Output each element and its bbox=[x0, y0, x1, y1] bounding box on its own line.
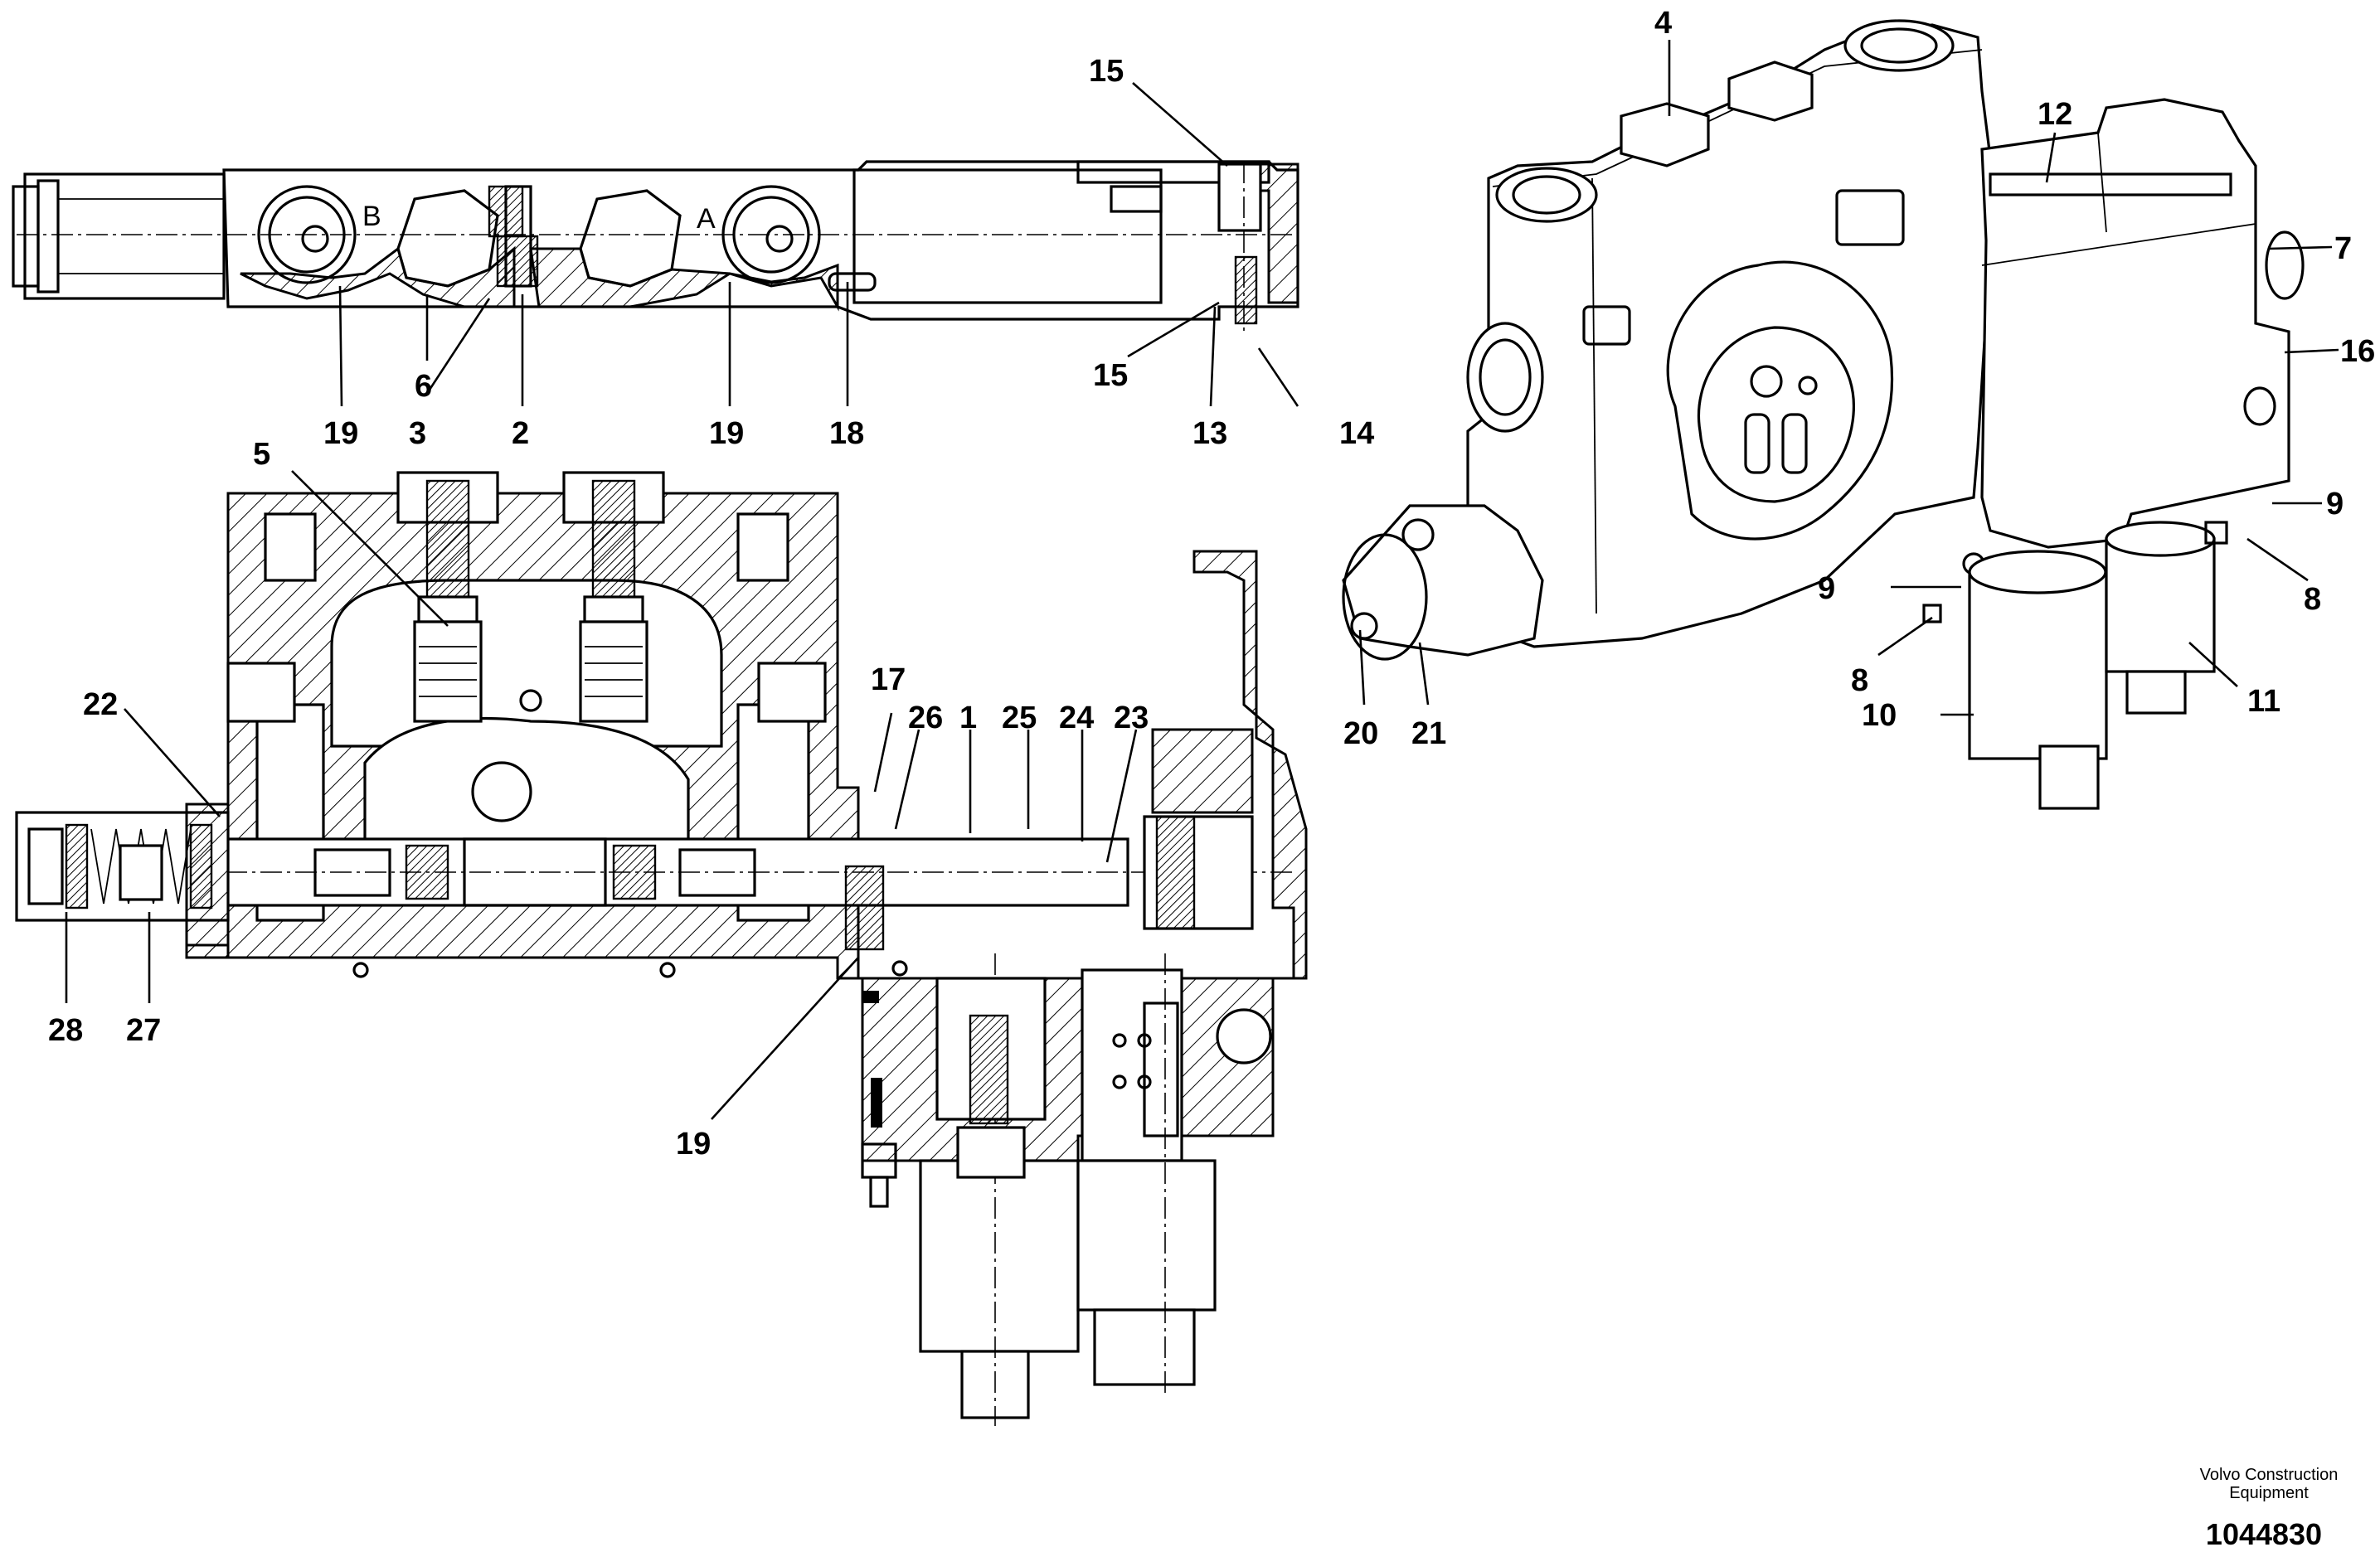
callout-15b: 15 bbox=[1093, 358, 1128, 393]
callout-16: 16 bbox=[2340, 334, 2375, 369]
callout-9a: 9 bbox=[1818, 571, 1835, 606]
callout-19a: 19 bbox=[323, 416, 358, 451]
leader-lines bbox=[65, 40, 2339, 1120]
callout-22: 22 bbox=[83, 687, 118, 722]
callout-4: 4 bbox=[1654, 6, 1672, 41]
callout-8b: 8 bbox=[2304, 582, 2321, 617]
callout-6: 6 bbox=[415, 369, 432, 404]
callout-25: 25 bbox=[1002, 701, 1037, 735]
isometric-valve-view bbox=[1342, 19, 2305, 810]
callout-19c: 19 bbox=[676, 1127, 711, 1162]
callout-5: 5 bbox=[253, 437, 270, 472]
callout-20: 20 bbox=[1343, 716, 1378, 751]
callout-1: 1 bbox=[959, 701, 977, 735]
callout-15a: 15 bbox=[1089, 54, 1124, 89]
port-letter-a: A bbox=[697, 203, 716, 235]
callout-13: 13 bbox=[1192, 416, 1227, 451]
brand-caption: Volvo Construction Equipment bbox=[2169, 1466, 2368, 1502]
callout-8a: 8 bbox=[1851, 663, 1868, 698]
callout-18: 18 bbox=[829, 416, 864, 451]
callout-27: 27 bbox=[126, 1013, 161, 1048]
callout-labels: 4 12 7 16 9 8 9 8 10 11 20 21 15 15 13 1… bbox=[48, 6, 2375, 1162]
callout-12: 12 bbox=[2038, 97, 2072, 132]
callout-17: 17 bbox=[871, 662, 906, 697]
callout-28: 28 bbox=[48, 1013, 83, 1048]
callout-7: 7 bbox=[2334, 231, 2352, 266]
brand-line-1: Volvo Construction bbox=[2199, 1466, 2339, 1484]
callout-14: 14 bbox=[1339, 416, 1374, 451]
callout-19b: 19 bbox=[709, 416, 744, 451]
callout-11: 11 bbox=[2247, 684, 2280, 719]
callout-3: 3 bbox=[409, 416, 426, 451]
document-number: 1044830 bbox=[2205, 1517, 2323, 1551]
brand-line-2: Equipment bbox=[2229, 1484, 2309, 1502]
callout-26: 26 bbox=[908, 701, 943, 735]
callout-21: 21 bbox=[1411, 716, 1446, 751]
callout-9b: 9 bbox=[2326, 487, 2344, 521]
callout-2: 2 bbox=[512, 416, 529, 451]
port-letter-b: B bbox=[362, 201, 381, 232]
callout-10: 10 bbox=[1862, 698, 1897, 733]
top-view-valve-section: B A bbox=[12, 160, 1299, 332]
callout-23: 23 bbox=[1114, 701, 1149, 735]
callout-24: 24 bbox=[1059, 701, 1094, 735]
main-cross-section bbox=[15, 471, 1308, 1426]
